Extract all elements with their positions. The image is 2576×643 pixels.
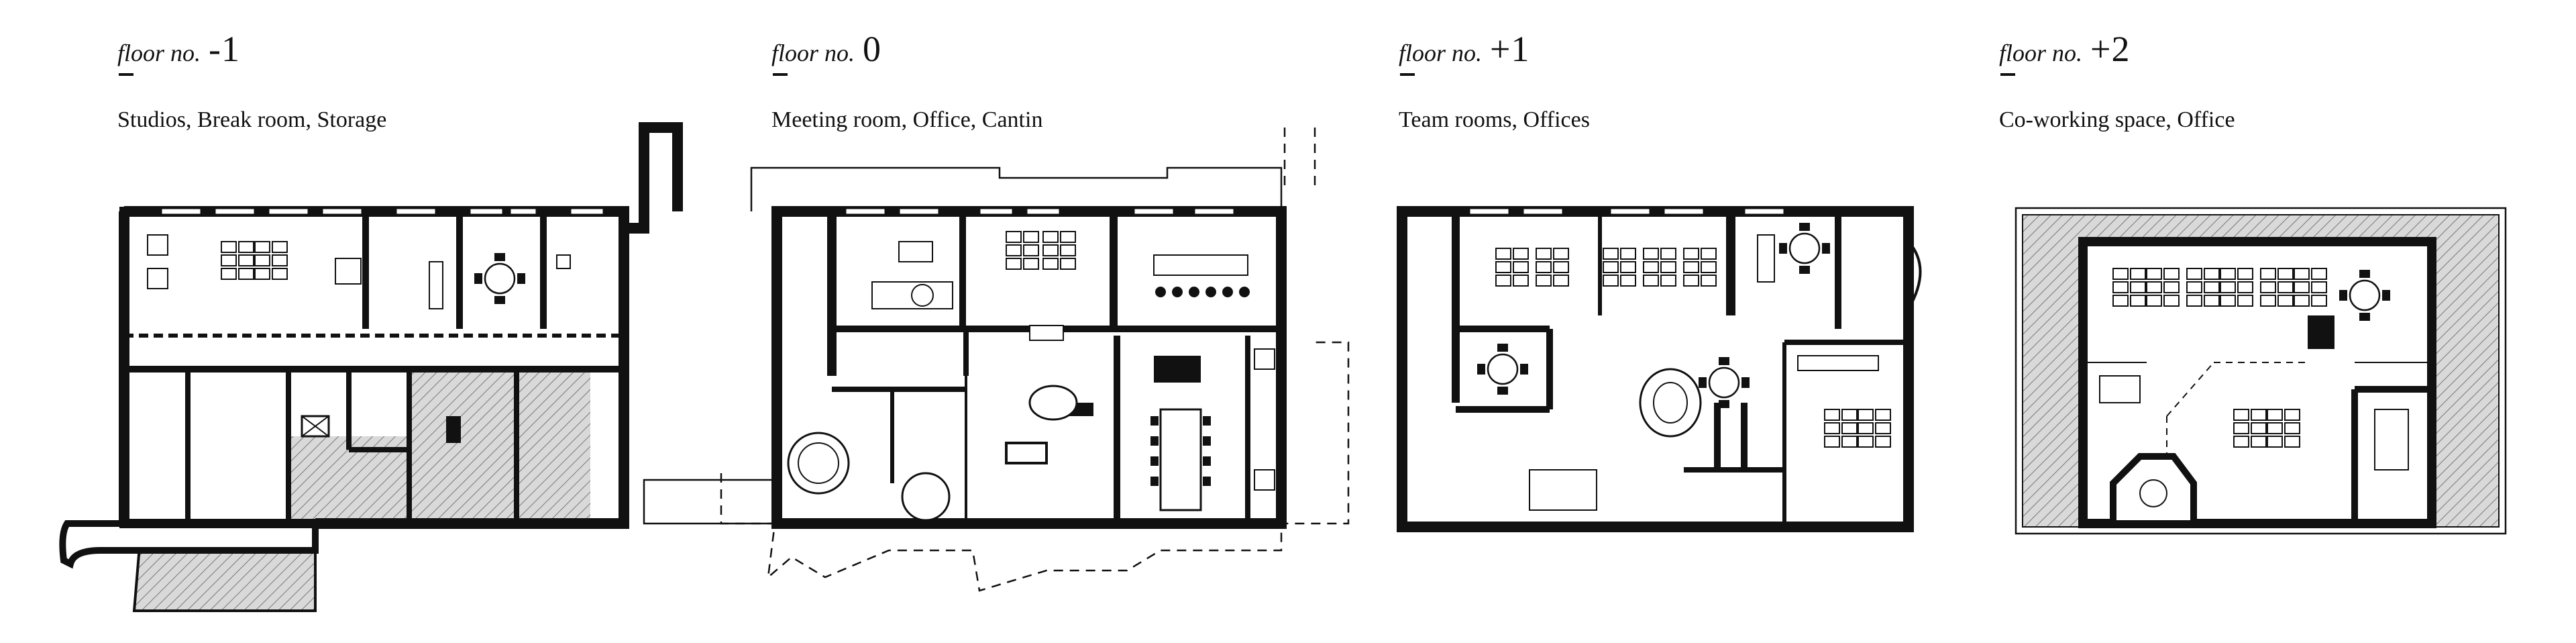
plan-floor-minus-1 — [59, 122, 683, 612]
floor-heading: floor no. -1 — [117, 28, 240, 70]
floor-heading: floor no. +1 — [1399, 28, 1529, 70]
floor-rooms: Meeting room, Office, Cantin — [771, 107, 1043, 132]
plan-floor-plus-2 — [2015, 207, 2507, 535]
floor-label: floor no. — [117, 40, 201, 66]
floor-rooms: Co-working space, Office — [1999, 107, 2235, 132]
floor-heading: floor no. 0 — [771, 28, 881, 70]
floor-number: +1 — [1490, 29, 1530, 69]
floor-rooms: Team rooms, Offices — [1399, 107, 1590, 132]
floor-label: floor no. — [771, 40, 855, 66]
floor-number: +2 — [2090, 29, 2131, 69]
floor-number: -1 — [209, 29, 240, 69]
plan-floor-0 — [643, 128, 1350, 592]
floor-rooms: Studios, Break room, Storage — [117, 107, 387, 132]
floor-heading: floor no. +2 — [1999, 28, 2130, 70]
floor-label: floor no. — [1399, 40, 1483, 66]
plan-floor-plus-1 — [1397, 206, 1922, 532]
floor-number: 0 — [863, 29, 882, 69]
floor-label: floor no. — [1999, 40, 2083, 66]
